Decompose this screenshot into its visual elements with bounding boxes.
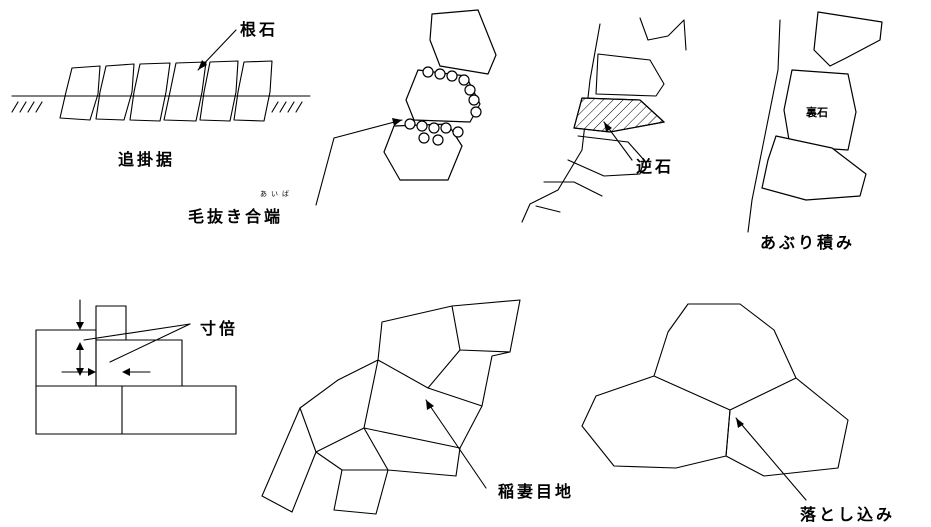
ground-hatch: [11, 101, 303, 113]
stone-bottom: [761, 135, 867, 201]
left-stone: [35, 329, 97, 387]
label-inazuma: 稲妻目地: [498, 482, 574, 501]
base-stone: [35, 385, 237, 435]
stone-lower: [567, 135, 645, 177]
joint-network: [261, 299, 521, 515]
label-neishi: 根石: [240, 20, 278, 39]
sakaishi-arrow: [603, 121, 633, 161]
stone-top: [653, 303, 797, 411]
aburi-figure: 裏石 あぶり積み: [747, 11, 883, 252]
stone-right: [725, 377, 849, 477]
sakaishi-figure: 逆石: [521, 17, 687, 223]
kenuki-arrow: [315, 118, 403, 206]
label-sakaishi: 逆石: [636, 157, 674, 176]
otoshikomi-arrow: [735, 417, 807, 501]
label-otoshikomi: 落とし込み: [800, 505, 895, 524]
inazuma-arrow: [425, 399, 487, 489]
label-sunbai: 寸倍: [200, 319, 238, 338]
kenuki-figure: あいば 毛抜き合端: [188, 9, 497, 226]
right-stone: [95, 339, 183, 387]
sunbai-figure: 寸倍: [35, 299, 238, 435]
inazuma-figure: 稲妻目地: [261, 299, 574, 515]
label-kenuki: 毛抜き合端: [188, 207, 283, 226]
stone-bottom: [383, 123, 463, 181]
root-stones: [59, 60, 273, 122]
stone-top: [813, 11, 883, 67]
stone-top: [429, 9, 497, 75]
neishi-arrow: [197, 29, 237, 71]
ledge-1: [543, 181, 603, 197]
top-outline: [639, 17, 687, 51]
stone-upper: [595, 53, 665, 97]
ledge-2: [535, 205, 561, 213]
label-uraishi: 裏石: [805, 105, 828, 119]
oikake-figure: 根石 追掛据: [11, 20, 311, 169]
otoshikomi-figure: 落とし込み: [581, 303, 895, 524]
uraishi-stone: [783, 69, 857, 151]
stone-left: [581, 375, 731, 469]
packing-pebbles: [404, 66, 482, 146]
sunbai-leaders: [83, 323, 191, 363]
small-stone: [95, 305, 127, 341]
dimension-arrows: [61, 299, 151, 376]
label-aburi: あぶり積み: [760, 233, 855, 252]
slope-face: [521, 23, 601, 223]
label-kenuki-ruby: あいば: [260, 189, 293, 198]
label-oikake: 追掛据: [118, 150, 175, 169]
back-outline: [747, 19, 781, 233]
